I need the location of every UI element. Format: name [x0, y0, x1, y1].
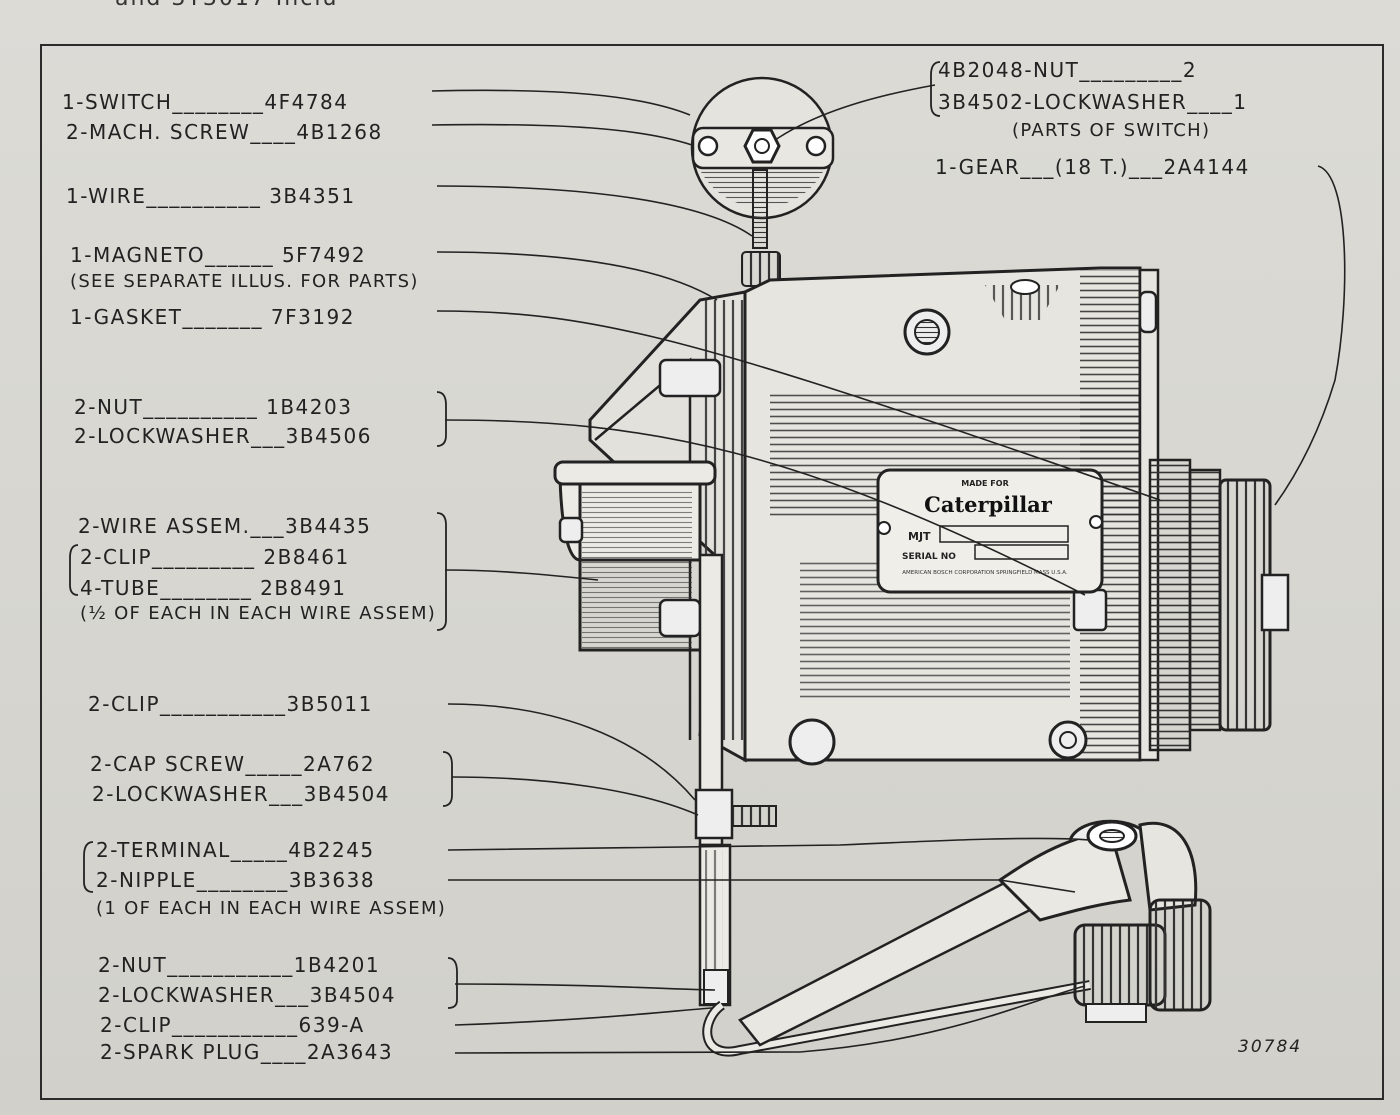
label-clip-1: 2-CLIP_________ 2B8461: [80, 545, 350, 569]
label-switch-parts-note: (PARTS OF SWITCH): [1012, 120, 1211, 141]
label-wire: 1-WIRE__________ 3B4351: [66, 184, 356, 208]
nameplate-serial: SERIAL NO: [902, 552, 956, 562]
leader-magneto: [436, 251, 718, 301]
leader-clip-2: [447, 703, 696, 801]
magneto-housing: [553, 266, 1290, 766]
page-header-fragment: and 3T3017 Inclu: [115, 0, 338, 11]
label-wire-assem-note: (½ OF EACH IN EACH WIRE ASSEM): [80, 603, 437, 624]
label-lockwasher-3: 2-LOCKWASHER___3B4504: [98, 983, 396, 1007]
label-switch: 1-SWITCH________4F4784: [62, 90, 349, 114]
label-cap-screw: 2-CAP SCREW_____2A762: [90, 752, 376, 776]
label-nipple: 2-NIPPLE________3B3638: [96, 868, 376, 892]
leader-nipple: [448, 879, 1076, 893]
label-lockwasher-1: 2-LOCKWASHER___3B4506: [74, 424, 372, 448]
illustration-frame: [40, 44, 1384, 1100]
leader-clip-3: [454, 1007, 713, 1026]
leader-wire: [436, 185, 753, 237]
leader-wire-assem: [444, 569, 599, 581]
nameplate-maker: AMERICAN BOSCH CORPORATION SPRINGFIELD M…: [902, 570, 1068, 576]
leader-gear: [1274, 165, 1346, 506]
label-switch-nut: 4B2048-NUT_________2: [938, 58, 1198, 82]
label-gasket: 1-GASKET_______ 7F3192: [70, 305, 356, 329]
label-lockwasher-2: 2-LOCKWASHER___3B4504: [92, 782, 390, 806]
label-spark-plug: 2-SPARK PLUG____2A3643: [100, 1040, 394, 1064]
leader-mach-screw: [431, 123, 693, 146]
label-switch-lockwasher: 3B4502-LOCKWASHER____1: [938, 90, 1248, 114]
label-tube: 4-TUBE________ 2B8491: [80, 576, 347, 600]
leader-nut-1: [444, 419, 1086, 596]
wire-bracket: [694, 553, 1091, 1057]
spark-plug-assembly: [738, 819, 1212, 1047]
nameplate-mjt: MJT: [908, 530, 931, 543]
nameplate-made-for: MADE FOR: [961, 479, 1008, 488]
label-terminal-note: (1 OF EACH IN EACH WIRE ASSEM): [96, 898, 447, 919]
label-gear: 1-GEAR___(18 T.)___2A4144: [935, 155, 1250, 179]
nameplate-brand: Caterpillar: [924, 492, 1053, 517]
caterpillar-nameplate: MADE FOR Caterpillar MJT SERIAL NO AMERI…: [876, 468, 1104, 594]
leader-switch-parts: [774, 84, 936, 141]
label-mach-screw: 2-MACH. SCREW____4B1268: [66, 120, 383, 144]
label-clip-2: 2-CLIP___________3B5011: [88, 692, 373, 716]
leader-terminal: [447, 837, 1091, 851]
leader-switch: [431, 89, 691, 116]
label-clip-3: 2-CLIP___________639-A: [100, 1013, 365, 1037]
leader-spark-plug: [454, 985, 1086, 1054]
leader-cap-screw: [451, 776, 699, 816]
label-brackets: [69, 61, 941, 1009]
leader-lines: [431, 84, 1346, 1054]
label-terminal: 2-TERMINAL_____4B2245: [96, 838, 375, 862]
label-magneto-note: (SEE SEPARATE ILLUS. FOR PARTS): [70, 271, 419, 292]
figure-number: 30784: [1238, 1037, 1303, 1057]
switch-assembly: [690, 76, 835, 287]
leader-gasket: [436, 310, 1161, 501]
label-nut-1: 2-NUT__________ 1B4203: [74, 395, 353, 419]
label-magneto: 1-MAGNETO______ 5F7492: [70, 243, 367, 267]
label-nut-2: 2-NUT___________1B4201: [98, 953, 381, 977]
leader-nut-2: [454, 983, 716, 991]
label-wire-assem: 2-WIRE ASSEM.___3B4435: [78, 514, 372, 538]
